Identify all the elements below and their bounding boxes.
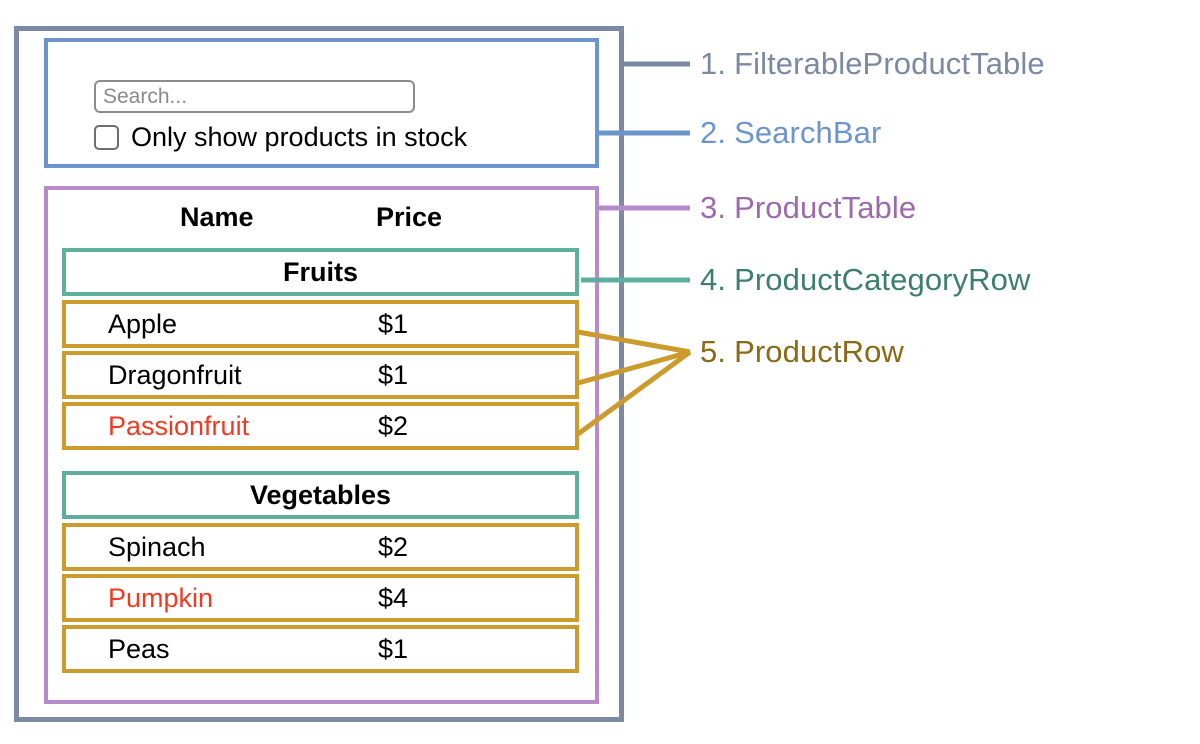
callout-product-row: 5.ProductRow xyxy=(700,334,904,370)
product-table-boundary: Name Price Fruits Apple $1 Dragonfruit $… xyxy=(44,186,599,704)
callout-search-bar: 2.SearchBar xyxy=(700,115,881,151)
product-price: $4 xyxy=(378,583,409,613)
search-input[interactable] xyxy=(94,80,415,113)
product-category-row: Fruits xyxy=(62,248,579,296)
product-row: Pumpkin $4 xyxy=(62,574,579,622)
callout-number: 3. xyxy=(700,190,727,225)
product-name: Pumpkin xyxy=(108,583,214,613)
callout-product-table: 3.ProductTable xyxy=(700,190,916,226)
callout-label: SearchBar xyxy=(734,115,882,150)
product-row: Dragonfruit $1 xyxy=(62,351,579,399)
callout-label: ProductRow xyxy=(734,334,904,369)
product-price: $2 xyxy=(378,532,409,562)
product-row: Spinach $2 xyxy=(62,523,579,571)
product-table-header-row: Name Price xyxy=(48,196,595,238)
callout-product-category-row: 4.ProductCategoryRow xyxy=(700,262,1031,298)
filterable-product-table-boundary: Only show products in stock Name Price F… xyxy=(14,26,624,722)
callout-label: ProductCategoryRow xyxy=(734,262,1031,297)
callout-number: 1. xyxy=(700,46,727,81)
product-price: $1 xyxy=(378,309,409,339)
in-stock-filter-row[interactable]: Only show products in stock xyxy=(94,124,467,151)
product-name: Apple xyxy=(108,309,178,339)
in-stock-checkbox[interactable] xyxy=(94,125,119,150)
callout-label: ProductTable xyxy=(734,190,917,225)
product-row: Peas $1 xyxy=(62,625,579,673)
product-row: Apple $1 xyxy=(62,300,579,348)
product-row: Passionfruit $2 xyxy=(62,402,579,450)
column-header-name: Name xyxy=(180,202,254,232)
in-stock-checkbox-label: Only show products in stock xyxy=(131,122,468,152)
callout-filterable-product-table: 1.FilterableProductTable xyxy=(700,46,1045,82)
callout-number: 4. xyxy=(700,262,727,297)
product-category-label: Vegetables xyxy=(249,480,392,510)
product-price: $1 xyxy=(378,634,409,664)
callout-number: 2. xyxy=(700,115,727,150)
product-name: Passionfruit xyxy=(108,411,250,441)
product-category-row: Vegetables xyxy=(62,471,579,519)
product-price: $1 xyxy=(378,360,409,390)
search-bar-boundary: Only show products in stock xyxy=(44,38,599,168)
column-header-price: Price xyxy=(376,202,443,232)
callout-label: FilterableProductTable xyxy=(734,46,1045,81)
product-category-label: Fruits xyxy=(282,257,358,287)
product-name: Spinach xyxy=(108,532,206,562)
callout-number: 5. xyxy=(700,334,727,369)
product-name: Peas xyxy=(108,634,170,664)
product-name: Dragonfruit xyxy=(108,360,242,390)
product-price: $2 xyxy=(378,411,409,441)
